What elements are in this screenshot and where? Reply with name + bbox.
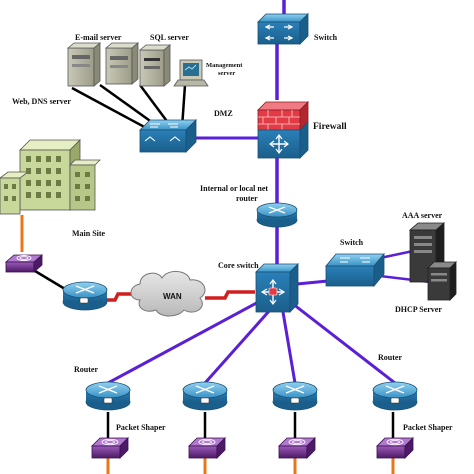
packet-shaper-4-icon xyxy=(376,437,414,459)
label-aaa-server: AAA server xyxy=(402,211,443,220)
label-router-left: Router xyxy=(74,365,98,374)
label-packet-shaper-right: Packet Shaper xyxy=(403,423,453,432)
email-server-icon xyxy=(104,42,140,85)
router-2-icon xyxy=(182,381,228,411)
router-4-icon xyxy=(372,381,418,411)
label-packet-shaper-left: Packet Shaper xyxy=(116,423,166,432)
label-router-right: Router xyxy=(378,353,402,362)
dmz-switch-icon xyxy=(139,119,197,153)
label-web-dns-server: Web, DNS server xyxy=(12,97,71,106)
main-site-building-icon xyxy=(0,139,101,215)
label-main-site: Main Site xyxy=(72,229,106,238)
wan-router-icon xyxy=(62,281,108,311)
label-dmz: DMZ xyxy=(214,109,233,118)
link-cloud-core xyxy=(205,290,255,300)
label-email-server: E-mail server xyxy=(75,33,122,42)
link-core-router4 xyxy=(292,302,396,385)
router-1-icon xyxy=(85,381,131,411)
switch-top-icon xyxy=(257,13,309,45)
link-core-router3 xyxy=(281,311,297,384)
management-server-icon xyxy=(173,59,209,87)
link-core-router2 xyxy=(203,309,272,384)
label-management-server-1: Management xyxy=(206,62,243,69)
dhcp-server-icon xyxy=(427,261,457,301)
link-wanrouter-cloud xyxy=(100,292,140,302)
core-switch-icon xyxy=(255,263,299,313)
label-management-server-2: server xyxy=(218,70,235,77)
switch-mid-icon xyxy=(325,252,385,288)
packet-shaper-2-icon xyxy=(188,437,226,459)
wan-cloud-icon xyxy=(130,271,206,317)
packet-shaper-1-icon xyxy=(91,437,129,459)
label-switch-top: Switch xyxy=(314,33,338,42)
label-internal-router-2: router xyxy=(236,194,258,203)
packet-shaper-3-icon xyxy=(278,437,316,459)
label-wan: WAN xyxy=(163,292,182,301)
sql-server-icon xyxy=(138,44,172,87)
firewall-icon xyxy=(257,101,309,159)
link-core-router1 xyxy=(107,298,263,385)
label-switch-mid: Switch xyxy=(340,238,364,247)
router-3-icon xyxy=(272,381,318,411)
main-site-packet-shaper-icon xyxy=(4,254,44,273)
web-dns-server-icon xyxy=(66,42,102,87)
label-dhcp-server: DHCP Server xyxy=(395,305,442,314)
link-web-dmz xyxy=(71,86,151,132)
label-core-switch: Core switch xyxy=(218,261,259,270)
label-sql-server: SQL server xyxy=(150,33,189,42)
label-firewall: Firewall xyxy=(313,122,347,132)
label-internal-router-1: Internal or local net xyxy=(200,184,268,193)
internal-router-icon xyxy=(256,202,298,228)
